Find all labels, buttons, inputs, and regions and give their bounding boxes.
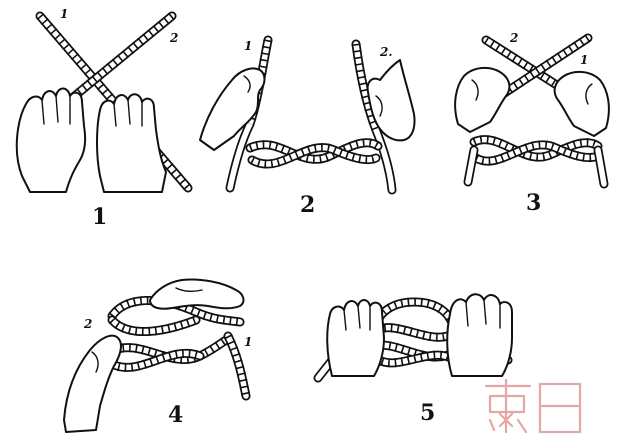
step-4-illustration: 2 1 4 xyxy=(64,279,252,432)
step-3-number: 3 xyxy=(526,190,541,216)
step-2-left-hand xyxy=(200,68,265,150)
step-2-end-label-1: 1 xyxy=(244,39,252,53)
step-1-end-label-2: 2 xyxy=(169,31,178,45)
step-4-right-hand xyxy=(150,279,243,308)
step-1-left-hand xyxy=(17,89,85,193)
step-1-right-hand xyxy=(97,94,166,192)
step-5-right-hand xyxy=(447,294,512,376)
step-2-illustration: 1 2. 2 xyxy=(200,39,415,218)
step-3-rope-bottom xyxy=(468,140,604,184)
step-3-left-hand xyxy=(455,68,509,132)
step-3-end-label-2: 2 xyxy=(509,31,518,45)
step-4-end-label-1: 1 xyxy=(244,335,252,349)
step-4-left-hand xyxy=(64,336,121,432)
step-3-end-label-1: 1 xyxy=(580,53,588,67)
watermark-seal xyxy=(486,380,580,432)
step-2-number: 2 xyxy=(300,192,315,218)
step-3-illustration: 2 1 3 xyxy=(455,31,609,216)
step-5-illustration: 5 xyxy=(318,294,512,426)
step-5-number: 5 xyxy=(420,400,435,426)
step-1-illustration: 1 2 1 xyxy=(17,7,188,230)
step-1-end-label-1: 1 xyxy=(60,7,68,21)
step-1-number: 1 xyxy=(92,204,107,230)
step-2-end-label-2: 2. xyxy=(379,45,393,59)
step-4-number: 4 xyxy=(168,402,183,428)
step-5-left-hand xyxy=(327,300,384,376)
step-4-end-label-2: 2 xyxy=(83,317,92,331)
step-3-right-hand xyxy=(555,72,609,136)
